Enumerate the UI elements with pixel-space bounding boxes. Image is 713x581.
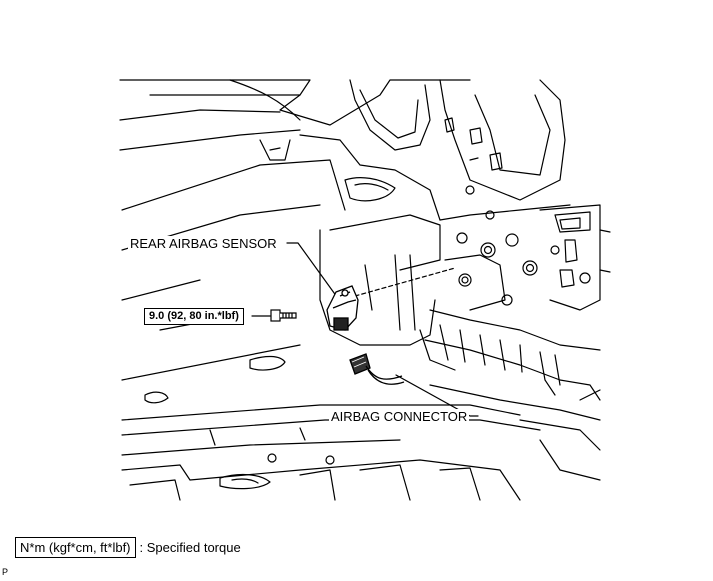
- torque-legend: N*m (kgf*cm, ft*lbf) : Specified torque: [15, 537, 241, 558]
- corner-code: P: [2, 567, 9, 577]
- airbag-connector-label: AIRBAG CONNECTOR: [329, 409, 470, 424]
- rear-airbag-sensor-label: REAR AIRBAG SENSOR: [128, 236, 279, 251]
- bolt-icon: [270, 309, 297, 322]
- airbag-sensor-icon: [326, 285, 359, 331]
- airbag-connector-icon: [349, 353, 405, 385]
- legend-description: : Specified torque: [139, 540, 241, 555]
- legend-unit-box: N*m (kgf*cm, ft*lbf): [15, 537, 136, 558]
- torque-spec-box: 9.0 (92, 80 in.*lbf): [144, 308, 244, 325]
